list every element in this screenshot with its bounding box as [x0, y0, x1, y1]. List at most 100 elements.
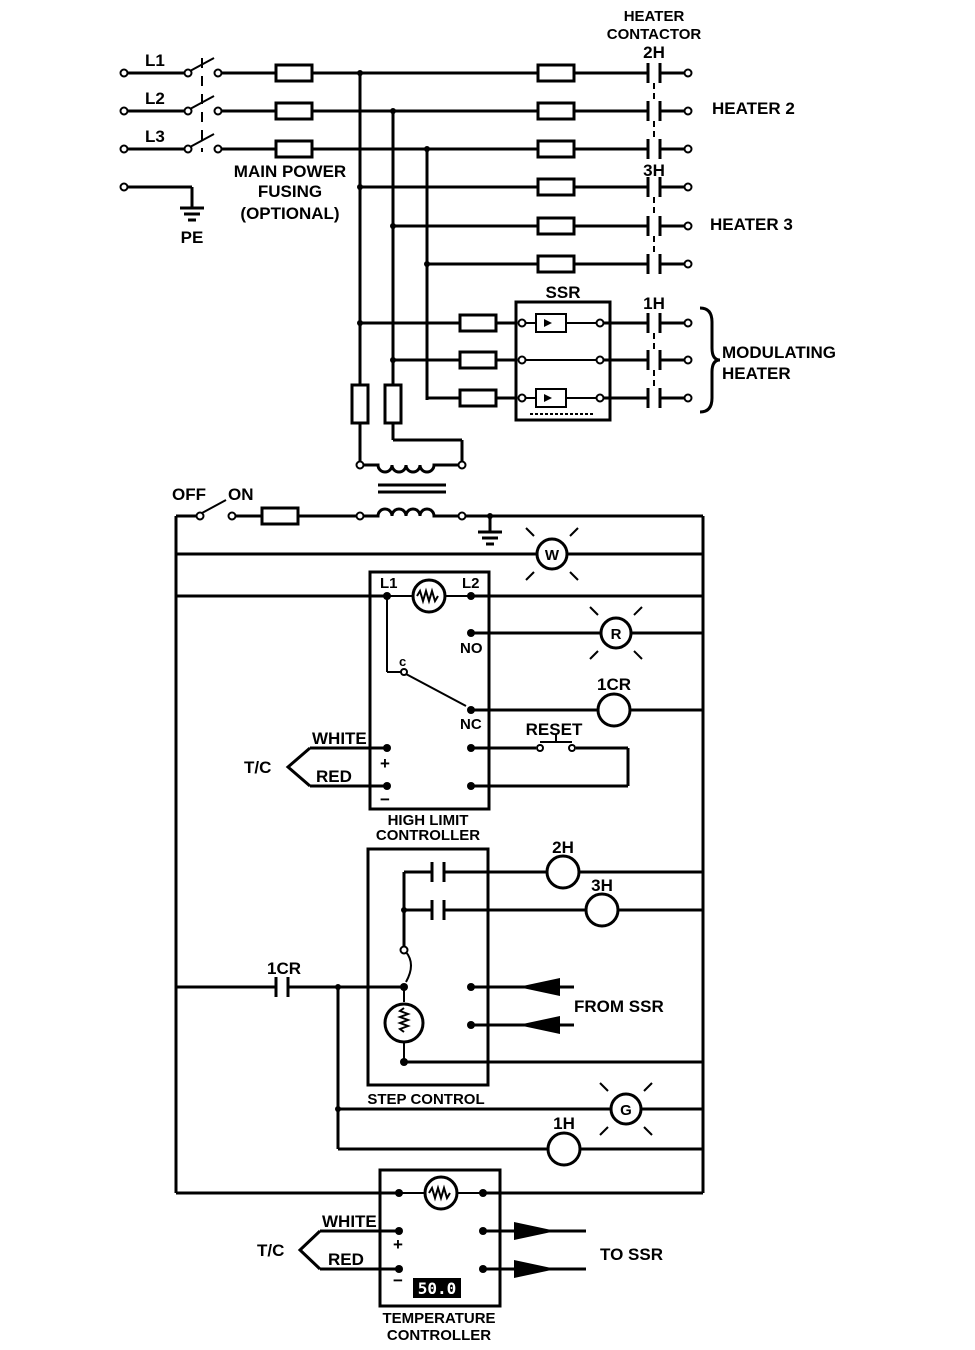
to-ssr-arrow-2	[514, 1260, 556, 1278]
main-fuse-l3	[274, 139, 314, 159]
green-pilot-lamp: G	[599, 1082, 653, 1136]
contactor-2h	[646, 63, 662, 159]
power-section: L1 L2 L3 PE	[119, 8, 836, 470]
coil-2h-label: 2H	[552, 838, 574, 857]
hl-l1-label: L1	[380, 575, 398, 592]
white-pilot-lamp: W	[525, 527, 579, 581]
contactor-3h-label: 3H	[643, 161, 665, 180]
hl-c-label: c	[399, 654, 406, 669]
tc-plus-label: +	[393, 1235, 403, 1254]
ssr-module: SSR	[514, 283, 612, 422]
ssr-fuse	[458, 313, 498, 333]
from-ssr-arrow-1	[518, 978, 560, 996]
high-limit-label-1: HIGH LIMIT	[388, 812, 469, 829]
coil-1cr-label: 1CR	[597, 675, 631, 694]
hl-no-label: NO	[460, 640, 483, 657]
heater-fuse	[536, 139, 576, 159]
main-fuse-l2	[274, 101, 314, 121]
tc-red-label: RED	[328, 1250, 364, 1269]
l1-label: L1	[145, 51, 165, 70]
control-fuse-1	[350, 383, 370, 425]
main-fusing-label-2: FUSING	[258, 182, 322, 201]
control-fuse	[260, 506, 300, 526]
contact-1cr-label: 1CR	[267, 959, 301, 978]
tc-minus-label: −	[393, 1271, 403, 1290]
main-fuse-l1	[274, 63, 314, 83]
main-fusing-label-1: MAIN POWER	[234, 162, 346, 181]
red-pilot-lamp: R	[589, 606, 643, 660]
thermocouple-1	[285, 746, 311, 788]
ssr-fuse	[458, 388, 498, 408]
heater-fuse	[536, 254, 576, 274]
temperature-controller	[378, 1168, 502, 1308]
ssr-fuse	[458, 350, 498, 370]
tc-tc-label: T/C	[257, 1241, 284, 1260]
hl-heater-icon	[411, 578, 447, 614]
main-fusing-label-3: (OPTIONAL)	[240, 204, 339, 223]
heater-3-label: HEATER 3	[710, 215, 793, 234]
heater-2-label: HEATER 2	[712, 99, 795, 118]
modulating-brace	[699, 306, 721, 414]
contactor-2h-coil	[545, 854, 581, 890]
hl-minus-label: −	[380, 790, 390, 809]
lamp-g-label: G	[620, 1102, 632, 1119]
heater-fuse	[536, 63, 576, 83]
control-circuit: OFF ON W	[172, 485, 705, 1344]
step-control	[366, 847, 490, 1087]
temperature-display	[413, 1278, 461, 1298]
contactor-3h-coil	[584, 892, 620, 928]
display-value: 50.0	[418, 1279, 457, 1298]
from-ssr-arrow-2	[518, 1016, 560, 1034]
hl-nc-label: NC	[460, 716, 482, 733]
l3-label: L3	[145, 127, 165, 146]
contactor-2h-label: 2H	[643, 43, 665, 62]
step-heater-icon	[383, 1002, 425, 1044]
thermocouple-2	[297, 1229, 322, 1271]
heater-fuse	[536, 101, 576, 121]
hl-red-label: RED	[316, 767, 352, 786]
tc-white-label: WHITE	[322, 1212, 377, 1231]
contactor-1h-label: 1H	[643, 294, 665, 313]
contactor-1h-coil	[546, 1131, 582, 1167]
l1-terminal	[119, 68, 129, 78]
high-limit-controller	[368, 570, 491, 811]
heater-contactor-label-2: CONTACTOR	[607, 26, 702, 43]
temperature-controller-label-2: CONTROLLER	[387, 1327, 491, 1344]
off-label: OFF	[172, 485, 206, 504]
l3-terminal	[119, 144, 129, 154]
reset-pushbutton	[536, 734, 576, 752]
modulating-heater-label-1: MODULATING	[722, 343, 836, 362]
on-label: ON	[228, 485, 254, 504]
coil-3h-label: 3H	[591, 876, 613, 895]
modulating-heater-label-2: HEATER	[722, 364, 791, 383]
hl-plus-label: +	[380, 754, 390, 773]
l2-label: L2	[145, 89, 165, 108]
hl-tc-label: T/C	[244, 758, 271, 777]
heater-fuse	[536, 216, 576, 236]
ssr-label: SSR	[546, 283, 581, 302]
off-on-switch	[195, 499, 237, 521]
contactor-3h	[646, 177, 662, 274]
pe-terminal	[119, 182, 129, 192]
to-ssr-label: TO SSR	[600, 1245, 663, 1264]
l2-terminal	[119, 106, 129, 116]
coil-1h-label: 1H	[553, 1114, 575, 1133]
heater-contactor-label-1: HEATER	[624, 8, 685, 25]
to-ssr-arrow-1	[514, 1222, 556, 1240]
temperature-controller-label-1: TEMPERATURE	[382, 1310, 495, 1327]
pe-label: PE	[181, 228, 204, 247]
control-transformer	[355, 463, 467, 521]
hl-l2-label: L2	[462, 575, 480, 592]
from-ssr-label: FROM SSR	[574, 997, 664, 1016]
reset-label: RESET	[526, 720, 583, 739]
lamp-r-label: R	[611, 626, 622, 643]
main-disconnect	[183, 57, 223, 154]
lamp-w-label: W	[545, 547, 560, 564]
step-control-label: STEP CONTROL	[367, 1091, 484, 1108]
contactor-1h	[646, 313, 662, 408]
high-limit-label-2: CONTROLLER	[376, 827, 480, 844]
hl-white-label: WHITE	[312, 729, 367, 748]
relay-1cr-coil	[596, 692, 632, 728]
control-fuse-2	[383, 383, 403, 425]
